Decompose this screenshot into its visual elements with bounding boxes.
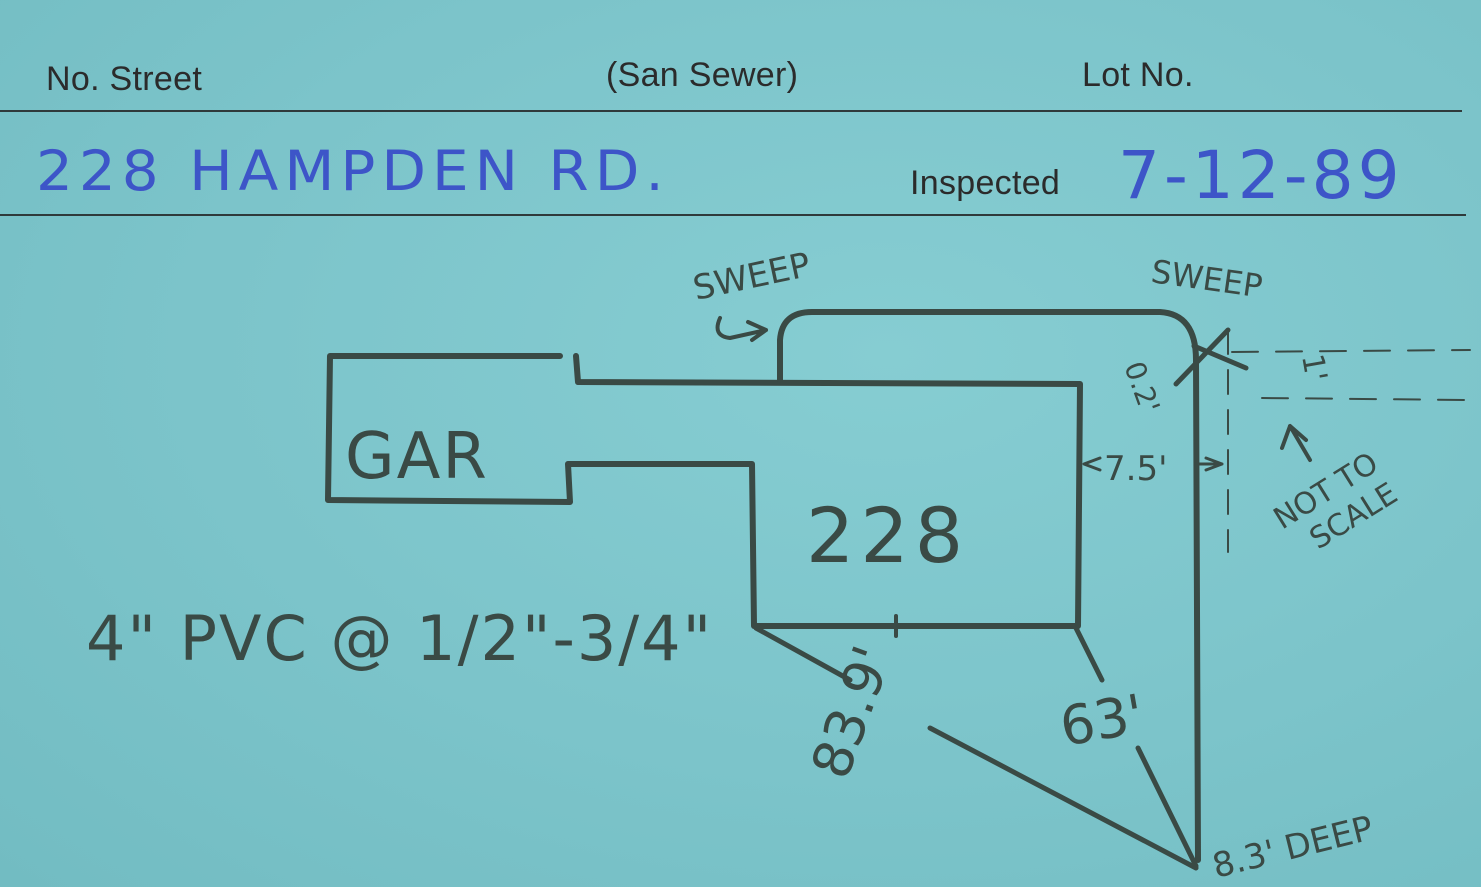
dim-1-label: 1' bbox=[1294, 351, 1333, 384]
property-line-lower bbox=[1261, 397, 1471, 401]
header-rule bbox=[0, 110, 1462, 112]
dim-7-5-arrow-left bbox=[1082, 456, 1102, 472]
sweep-right-label: SWEEP bbox=[1149, 252, 1265, 305]
address-entry: 228 HAMPDEN RD. bbox=[36, 139, 670, 203]
dim-0-2-label: 0.2' bbox=[1117, 357, 1166, 417]
sewer-label: (San Sewer) bbox=[606, 56, 799, 94]
garage-label: GAR bbox=[345, 420, 489, 494]
tie-line-right-lower bbox=[1135, 745, 1199, 869]
tie-line-right bbox=[1073, 625, 1105, 683]
property-line-upper bbox=[1231, 349, 1471, 353]
not-to-scale-arrow bbox=[1280, 424, 1312, 462]
inspected-label: Inspected bbox=[910, 164, 1061, 202]
dim-7-5-arrow-right bbox=[1194, 456, 1224, 472]
sewer-line bbox=[777, 309, 1201, 863]
sweep-left-label: SWEEP bbox=[690, 245, 814, 309]
depth-label: 8.3' DEEP bbox=[1209, 808, 1378, 886]
lot-label: Lot No. bbox=[1082, 56, 1194, 94]
entry-rule bbox=[0, 214, 1466, 216]
tie-line-left bbox=[753, 625, 853, 683]
garage-outline bbox=[325, 353, 1083, 629]
cleanout-mark bbox=[1173, 327, 1249, 387]
street-label: No. Street bbox=[46, 60, 203, 98]
tie-line-left-lower bbox=[927, 725, 1199, 871]
inspected-date-entry: 7-12-89 bbox=[1118, 137, 1404, 214]
pipe-note: 4" PVC @ 1/2"-3/4" bbox=[86, 602, 713, 675]
sweep-arrow-left bbox=[715, 316, 768, 342]
dim-7-5-label: 7.5' bbox=[1104, 449, 1167, 489]
house-number-label: 228 bbox=[806, 491, 969, 580]
dim-63-label: 63' bbox=[1055, 682, 1148, 759]
